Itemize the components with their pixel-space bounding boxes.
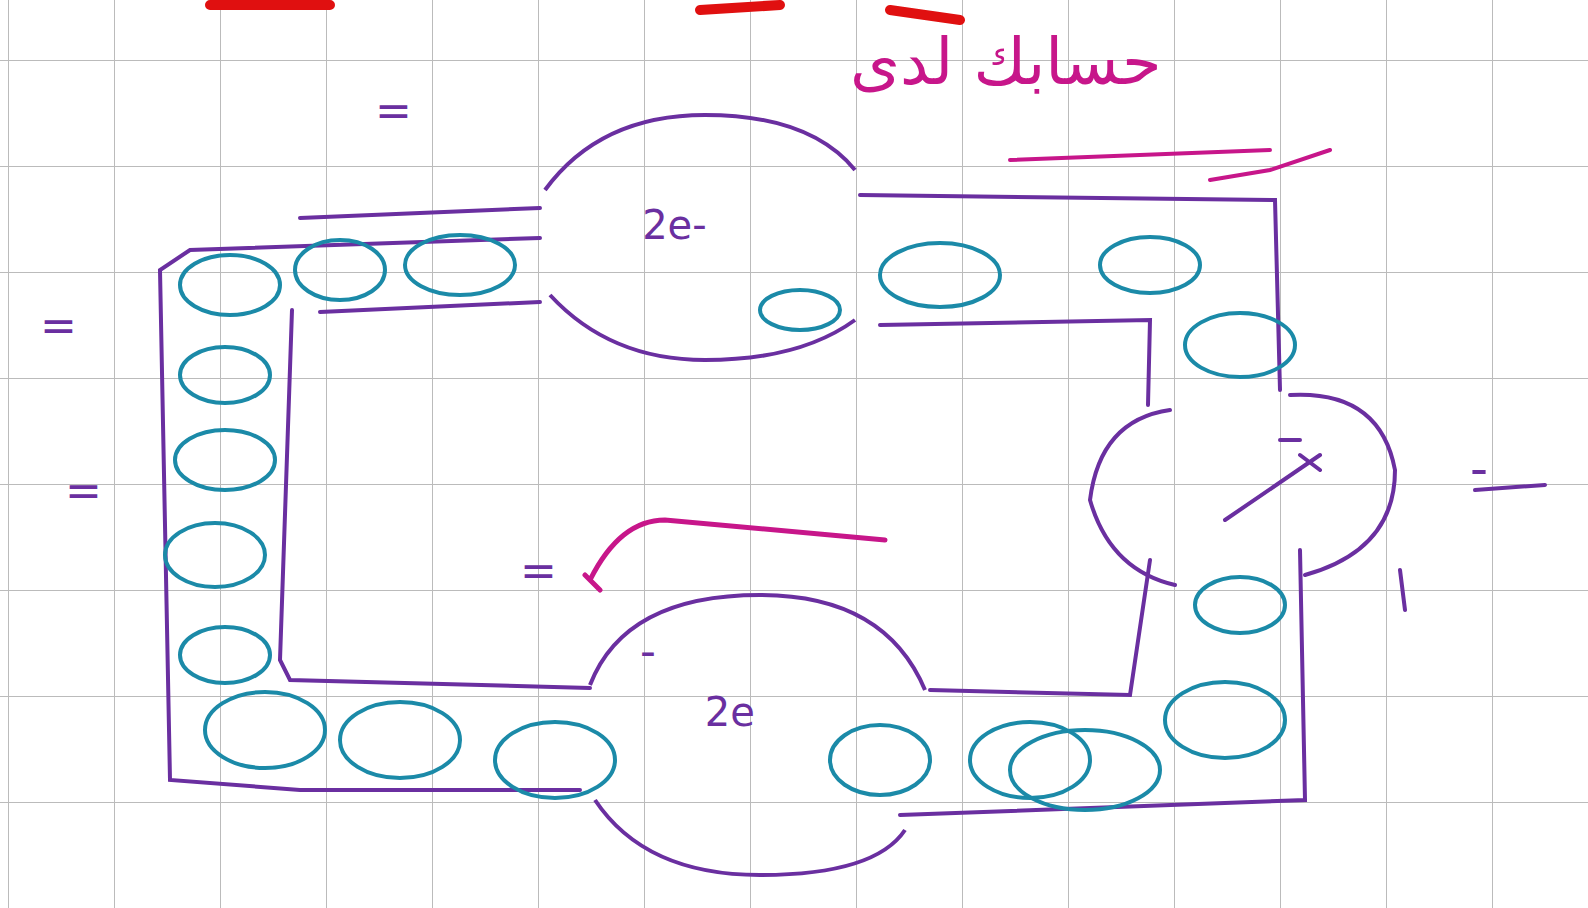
charge-sign: = <box>65 465 102 516</box>
electrode-half-circle: 2e- <box>540 110 860 365</box>
electrode-half-circle: 2e <box>585 590 930 880</box>
electron-label: 2e <box>705 689 755 735</box>
polarity-sign: - <box>640 625 656 676</box>
half-circle-outline <box>585 590 930 880</box>
arabic-note: حسابك لدى <box>850 25 1161 99</box>
charge-sign: = <box>520 545 557 596</box>
electron-label: 2e- <box>642 202 707 248</box>
charge-sign: = <box>375 85 412 136</box>
polarity-sign: - <box>1470 440 1488 498</box>
charge-sign: = <box>40 300 77 351</box>
